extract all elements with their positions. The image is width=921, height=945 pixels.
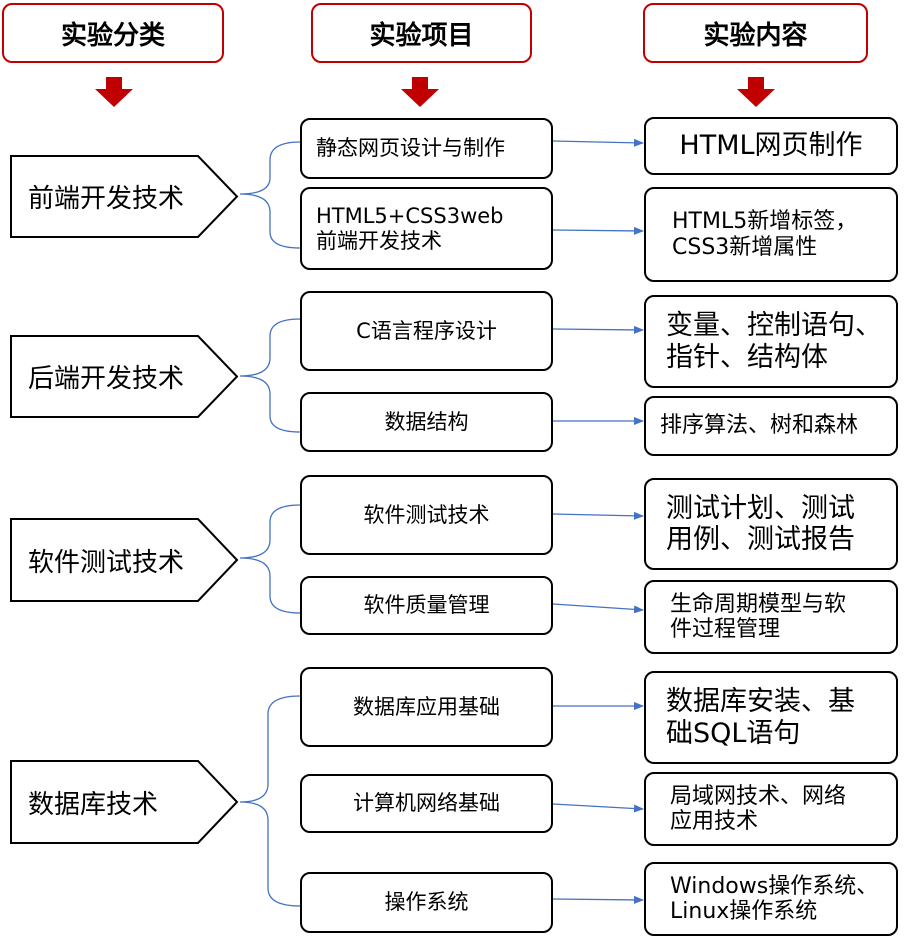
project-box: C语言程序设计 [300,291,553,371]
down-arrow-icon [95,77,133,107]
category-testing: 软件测试技术 [10,518,239,602]
content-box: 局域网技术、网络应用技术 [644,772,898,846]
category-label: 软件测试技术 [28,547,185,578]
category-frontend: 前端开发技术 [10,155,239,238]
header-category: 实验分类 [2,3,224,63]
category-label: 数据库技术 [28,789,159,820]
project-box: 软件测试技术 [300,475,553,555]
down-arrow-icon [737,77,775,107]
project-box: 操作系统 [300,872,553,933]
content-box: 变量、控制语句、指针、结构体 [644,295,898,388]
category-database: 数据库技术 [10,760,239,844]
content-box: HTML网页制作 [644,117,898,175]
down-arrow-icon [401,77,439,107]
project-box: 数据库应用基础 [300,667,553,747]
content-box: 数据库安装、基础SQL语句 [644,671,898,764]
header-content: 实验内容 [643,3,868,63]
header-project: 实验项目 [311,3,532,63]
category-backend: 后端开发技术 [10,335,239,418]
content-box: Windows操作系统、Linux操作系统 [644,862,898,936]
project-box: 静态网页设计与制作 [300,118,553,179]
project-box: 计算机网络基础 [300,774,553,833]
category-label: 前端开发技术 [28,184,185,214]
project-box: 数据结构 [300,392,553,452]
content-box: 排序算法、树和森林 [644,396,898,456]
content-box: 测试计划、测试用例、测试报告 [644,478,898,570]
content-box: HTML5新增标签，CSS3新增属性 [644,187,898,282]
category-label: 后端开发技术 [28,364,185,394]
content-box: 生命周期模型与软件过程管理 [644,580,898,654]
project-box: 软件质量管理 [300,576,553,635]
